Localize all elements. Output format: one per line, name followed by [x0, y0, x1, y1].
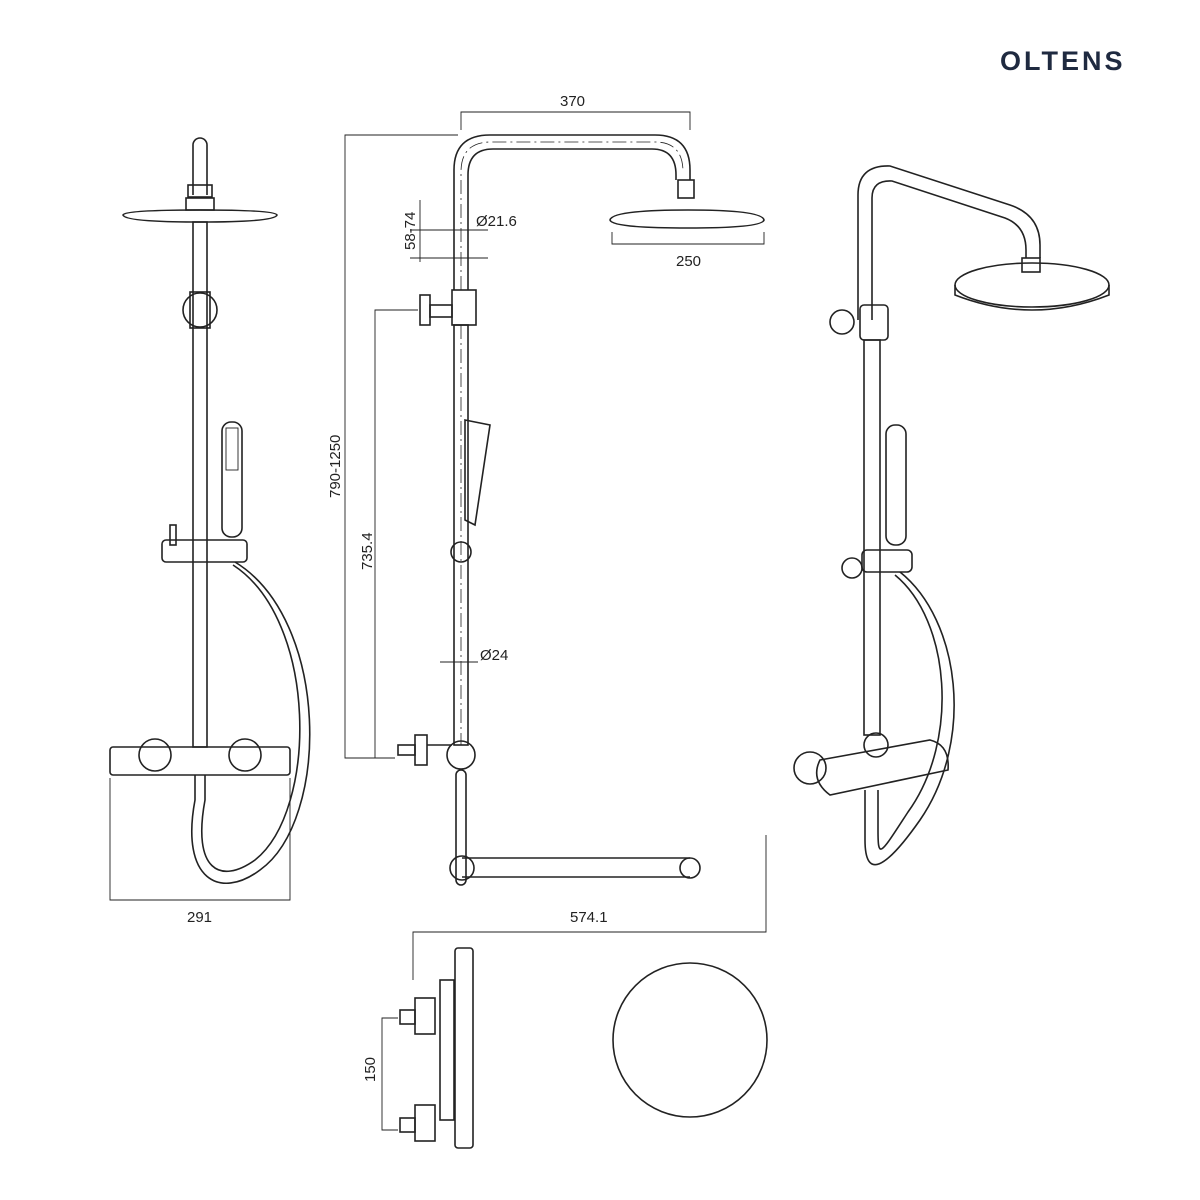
dim-head-offset: 58-74	[402, 212, 419, 250]
brand-logo: OLTENS	[1000, 46, 1126, 76]
dim-arm-length: 370	[560, 93, 585, 110]
perspective-view	[793, 165, 1110, 866]
dim-inlet-spacing: 150	[362, 1057, 379, 1082]
top-view: 574.1 150	[362, 835, 768, 1149]
dim-total-height: 790-1250	[327, 435, 344, 498]
dim-riser-diameter: Ø24	[480, 647, 508, 664]
dim-arm-pipe-diameter: Ø21.6	[476, 213, 517, 230]
dim-top-depth: 574.1	[570, 909, 608, 926]
dim-mixer-width: 291	[187, 909, 212, 926]
side-view: 370 250 58-74 Ø21.6 790-1250 735.4 Ø24	[327, 93, 765, 886]
front-view: 291	[109, 137, 311, 926]
dim-inlet-to-holder: 735.4	[359, 532, 376, 570]
dim-head-diameter: 250	[676, 253, 701, 270]
